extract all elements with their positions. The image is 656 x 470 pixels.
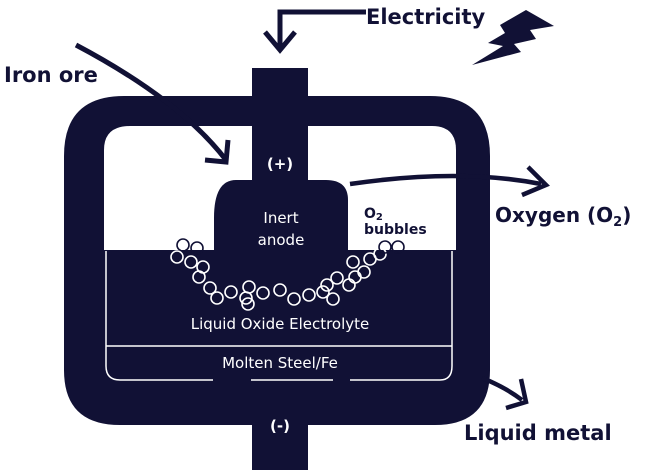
bubbles-label-o2: O2 [364,206,383,223]
bubble [176,238,190,252]
bubble [241,297,255,311]
bubbles-label-o: O [364,206,376,222]
liquid-metal-label: Liquid metal [464,421,612,445]
iron-ore-label: Iron ore [4,63,98,87]
oxygen-arrow [349,165,550,198]
iron-ore-arrow [74,42,231,165]
electricity-label: Electricity [366,5,486,29]
bubble [316,285,330,299]
liquid-metal-arrow [481,375,529,411]
anode-terminal-label: (+) [267,155,293,173]
bubble [330,271,344,285]
oxygen-label-close: ) [622,203,631,227]
electrolyte-layer [104,250,456,382]
bubble [391,240,405,254]
electrolyte-label: Liquid Oxide Electrolyte [191,315,370,333]
lightning-bolt-icon [472,10,554,65]
bubble [224,285,238,299]
bubble [242,280,256,294]
bubble [190,241,204,255]
inert-anode [214,180,348,250]
bubble [302,288,316,302]
bubble [184,255,198,269]
oxygen-label-sub: 2 [613,215,622,230]
anode-label-line1: Inert [263,209,298,227]
bubble [373,247,387,261]
bubble [320,278,334,292]
cathode-terminal-label: (-) [270,417,290,435]
o2-bubbles [170,238,405,311]
bubble [357,265,371,279]
bubble [170,250,184,264]
oxygen-label-main: Oxygen (O [495,203,613,227]
bubble [326,292,340,306]
anode-label-line2: anode [258,231,305,249]
bubbles-label-word: bubbles [364,222,427,238]
bubbles-label-sub: 2 [376,212,383,223]
bubble [256,286,270,300]
bath-outline [105,251,453,381]
bubble [203,281,217,295]
bubble [378,240,392,254]
molten-steel-label: Molten Steel/Fe [222,354,338,372]
bubble [273,283,287,297]
oxygen-label: Oxygen (O2) [495,203,631,230]
bubble [346,255,360,269]
cathode-rod [252,425,308,470]
electricity-arrow [263,9,366,54]
bubble [287,292,301,306]
bubble [192,270,206,284]
bubble [210,291,224,305]
bath [104,250,456,382]
